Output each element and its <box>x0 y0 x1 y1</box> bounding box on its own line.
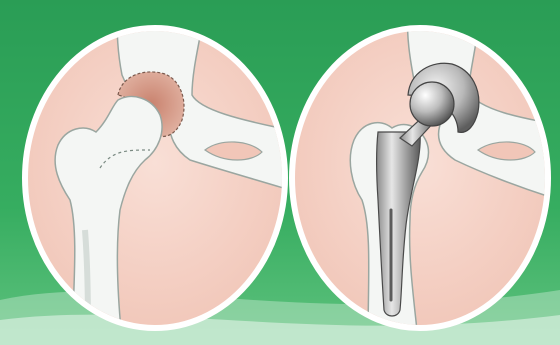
prosthesis-ball <box>410 82 454 126</box>
